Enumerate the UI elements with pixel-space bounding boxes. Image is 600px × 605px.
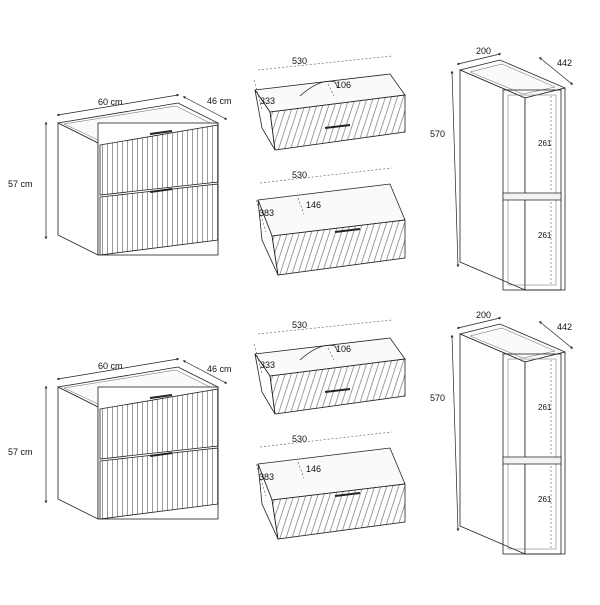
cabinet-width-label: 60 cm bbox=[98, 97, 123, 107]
column-depth-label: 442 bbox=[557, 322, 572, 332]
bottom-drawer-side-label: 383 bbox=[259, 472, 274, 482]
bottom-drawer-width-label: 530 bbox=[292, 434, 307, 444]
column-drawing-bottom: 200 442 570 261 261 bbox=[430, 310, 574, 555]
cabinet-width-label: 60 cm bbox=[98, 361, 123, 371]
top-drawer-side-label: 333 bbox=[260, 360, 275, 370]
top-drawer-width-label: 530 bbox=[292, 56, 307, 66]
bottom-drawer-width-label: 530 bbox=[292, 170, 307, 180]
column-shelf-lower-label: 261 bbox=[538, 495, 552, 504]
top-drawer-width-label: 530 bbox=[292, 320, 307, 330]
column-drawing-top: 200 442 570 261 261 bbox=[430, 46, 574, 291]
cabinet-drawing-bottom: 60 cm 46 cm 57 cm bbox=[8, 357, 232, 520]
column-depth-label: 442 bbox=[557, 58, 572, 68]
top-drawer-cutout-label: 106 bbox=[336, 344, 351, 354]
drawer-bottom-drawing-bottom: 530 383 146 bbox=[255, 431, 406, 540]
column-width-label: 200 bbox=[476, 46, 491, 56]
top-drawer-side-label: 333 bbox=[260, 96, 275, 106]
column-width-label: 200 bbox=[476, 310, 491, 320]
drawer-top-drawing-top: 530 333 106 bbox=[253, 55, 406, 151]
top-drawer-cutout-label: 106 bbox=[336, 80, 351, 90]
bottom-drawer-side-label: 383 bbox=[259, 208, 274, 218]
cabinet-drawing-top: 60 cm 46 cm 57 cm bbox=[8, 93, 232, 256]
column-shelf-lower-label: 261 bbox=[538, 231, 552, 240]
column-shelf-upper-label: 261 bbox=[538, 403, 552, 412]
cabinet-depth-label: 46 cm bbox=[207, 96, 232, 106]
drawer-bottom-drawing-top: 530 383 146 bbox=[255, 167, 406, 276]
drawer-top-drawing-bottom: 530 333 106 bbox=[253, 319, 406, 415]
column-shelf-upper-label: 261 bbox=[538, 139, 552, 148]
cabinet-height-label: 57 cm bbox=[8, 179, 33, 189]
column-height-label: 570 bbox=[430, 393, 445, 403]
bottom-drawer-inner-label: 146 bbox=[306, 200, 321, 210]
bottom-drawer-inner-label: 146 bbox=[306, 464, 321, 474]
cabinet-height-label: 57 cm bbox=[8, 447, 33, 457]
column-height-label: 570 bbox=[430, 129, 445, 139]
cabinet-depth-label: 46 cm bbox=[207, 364, 232, 374]
